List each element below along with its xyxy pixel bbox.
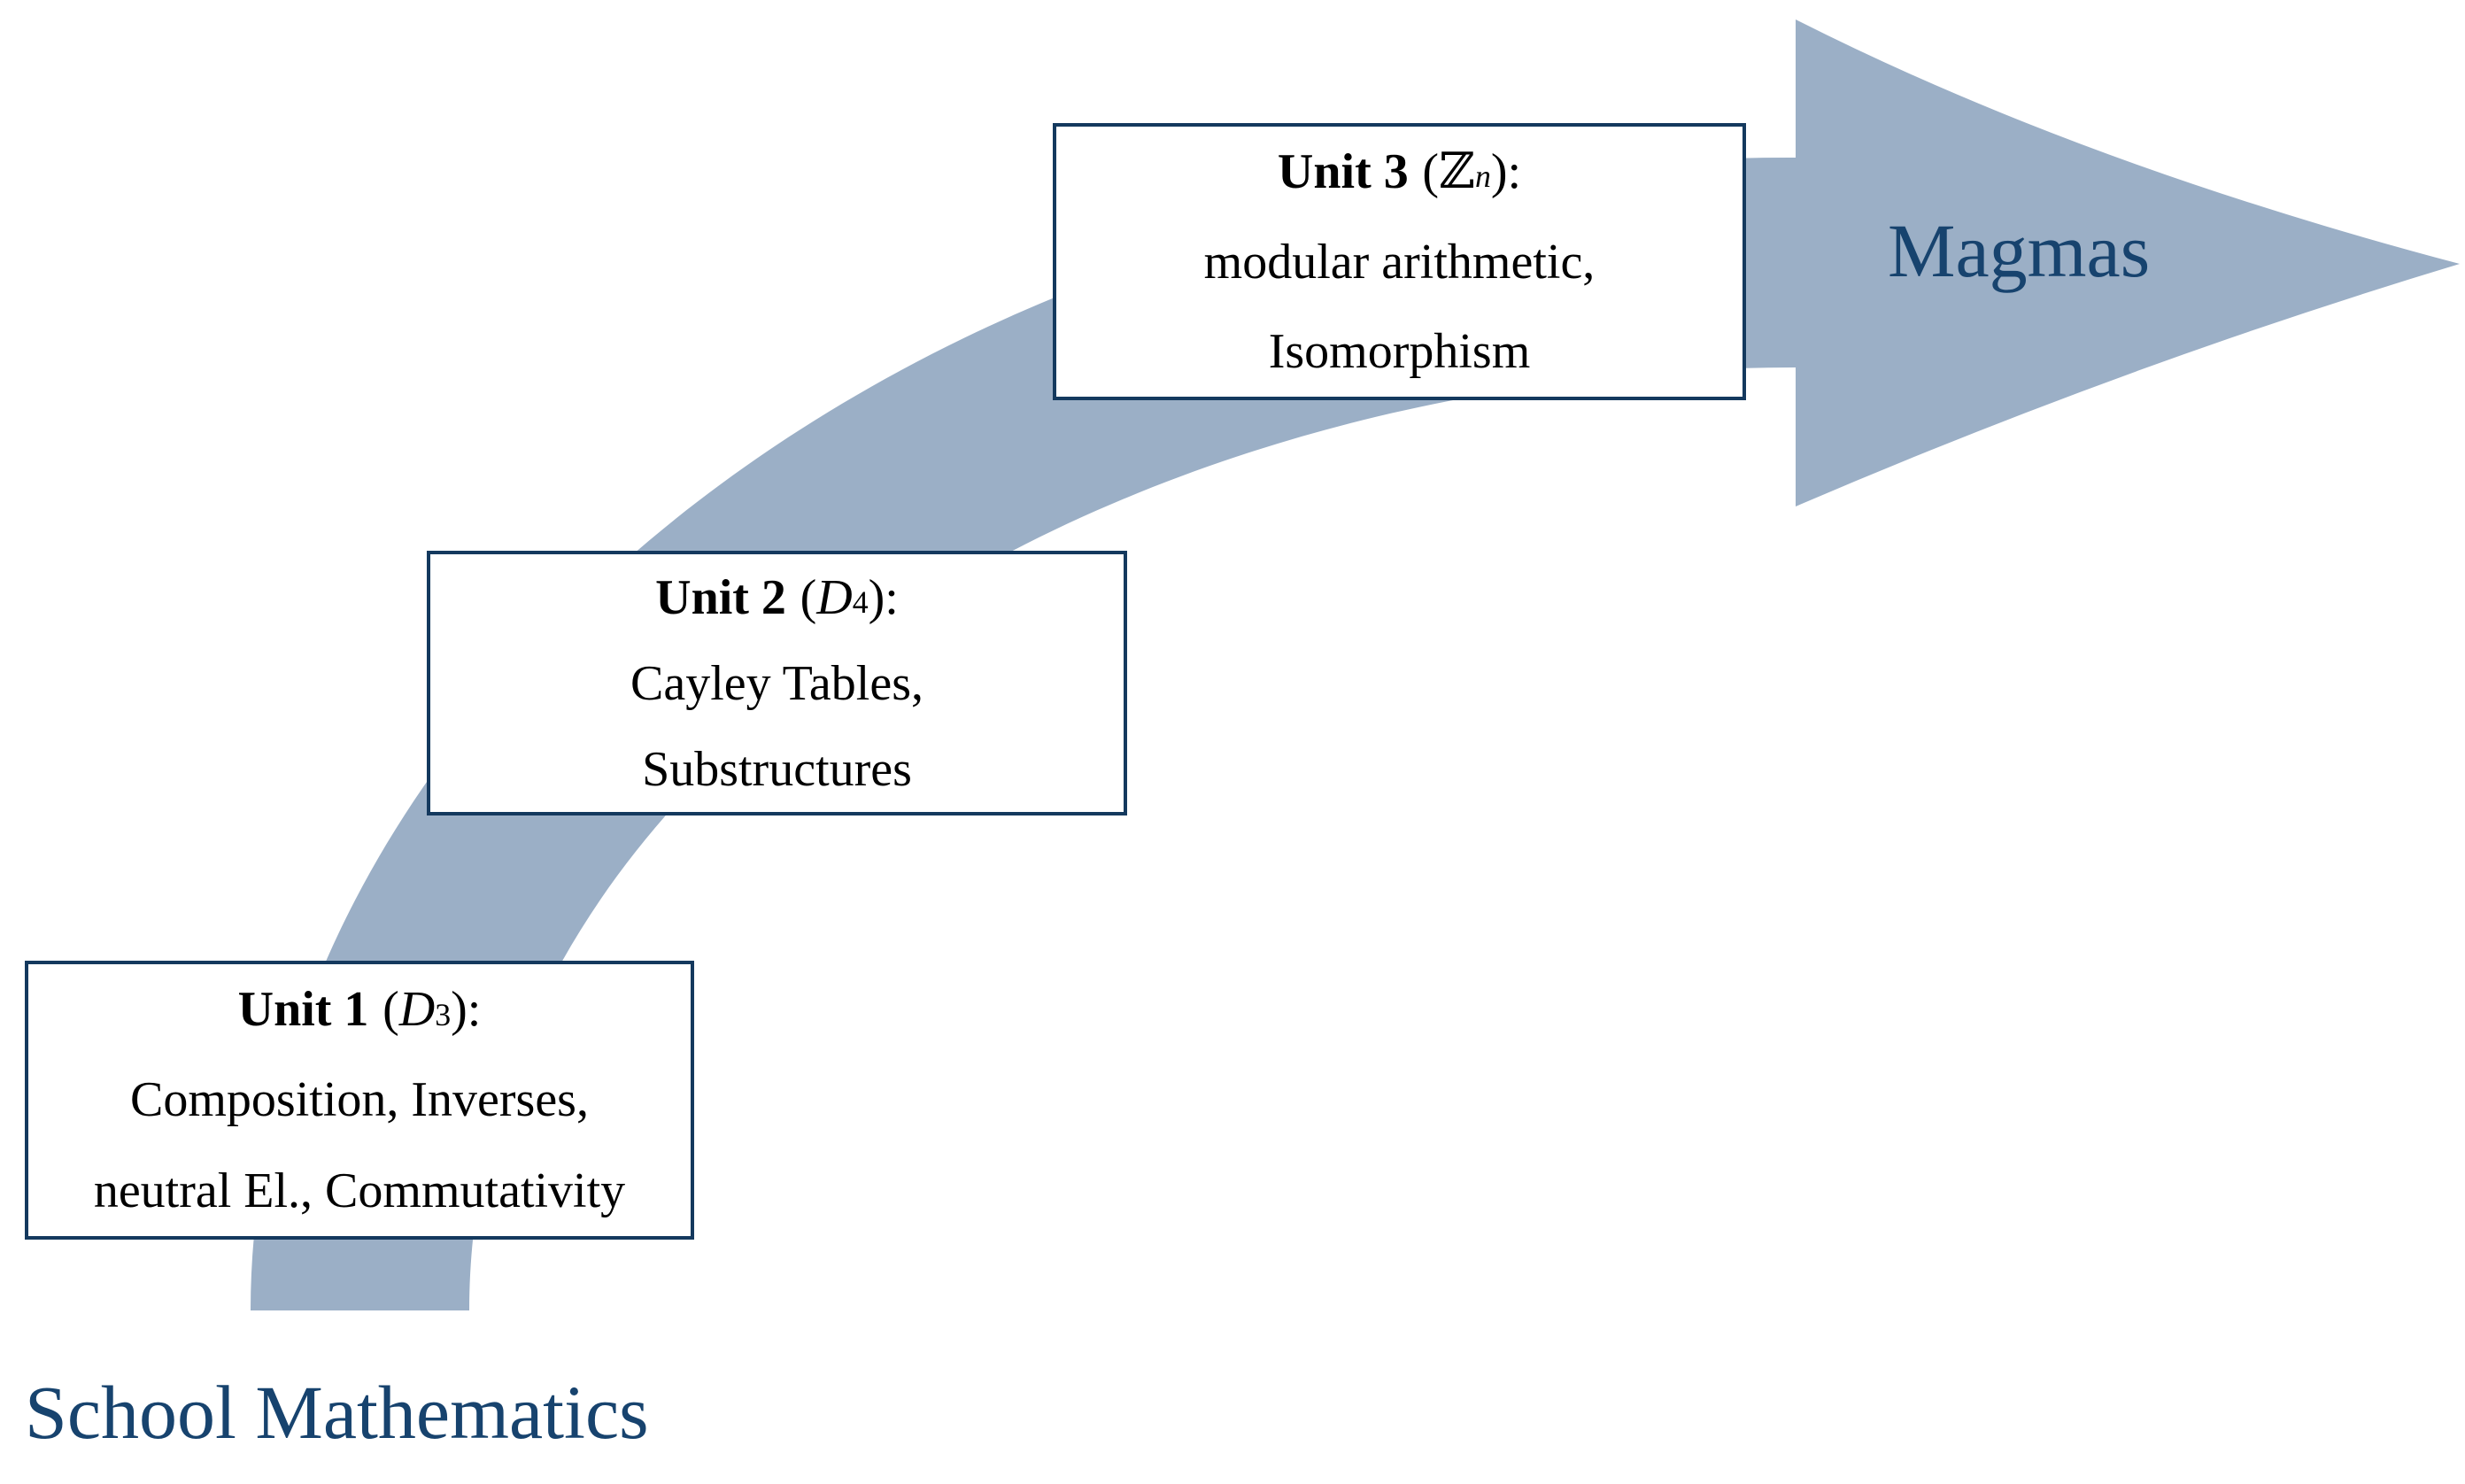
unit-3-paren-close: ): <box>1490 143 1522 199</box>
unit-2-topics-line-2: Substructures <box>642 741 912 797</box>
flow-arrow-head-shape <box>1796 19 2460 506</box>
unit-2-topics-line-1: Cayley Tables, <box>630 655 923 711</box>
end-label: Magmas <box>1888 208 2151 293</box>
unit-2-structure-symbol: D <box>816 569 853 625</box>
unit-1-structure-symbol: D <box>398 982 436 1038</box>
unit-2-paren-open: ( <box>800 569 817 625</box>
unit-1-paren-open: ( <box>382 982 399 1038</box>
unit-1-topics-line-1: Composition, Inverses, <box>130 1072 589 1128</box>
start-label: School Mathematics <box>25 1370 649 1455</box>
unit-1-paren-close: ): <box>451 982 482 1038</box>
unit-3-paren-open: ( <box>1422 143 1440 199</box>
unit-3-topics-line-1: modular arithmetic, <box>1203 234 1596 290</box>
unit-1-topics-line-2: neutral El., Commutativity <box>93 1163 626 1218</box>
unit-2-name: Unit 2 <box>655 569 786 625</box>
unit-3-name: Unit 3 <box>1277 143 1409 199</box>
unit-3-structure-subscript-var: n <box>1474 158 1491 195</box>
unit-2-paren-close: ): <box>868 569 899 625</box>
unit-1-name: Unit 1 <box>237 982 369 1038</box>
unit-3-structure-symbol: ℤ <box>1439 144 1475 200</box>
unit-3-topics-line-2: Isomorphism <box>1268 324 1531 380</box>
